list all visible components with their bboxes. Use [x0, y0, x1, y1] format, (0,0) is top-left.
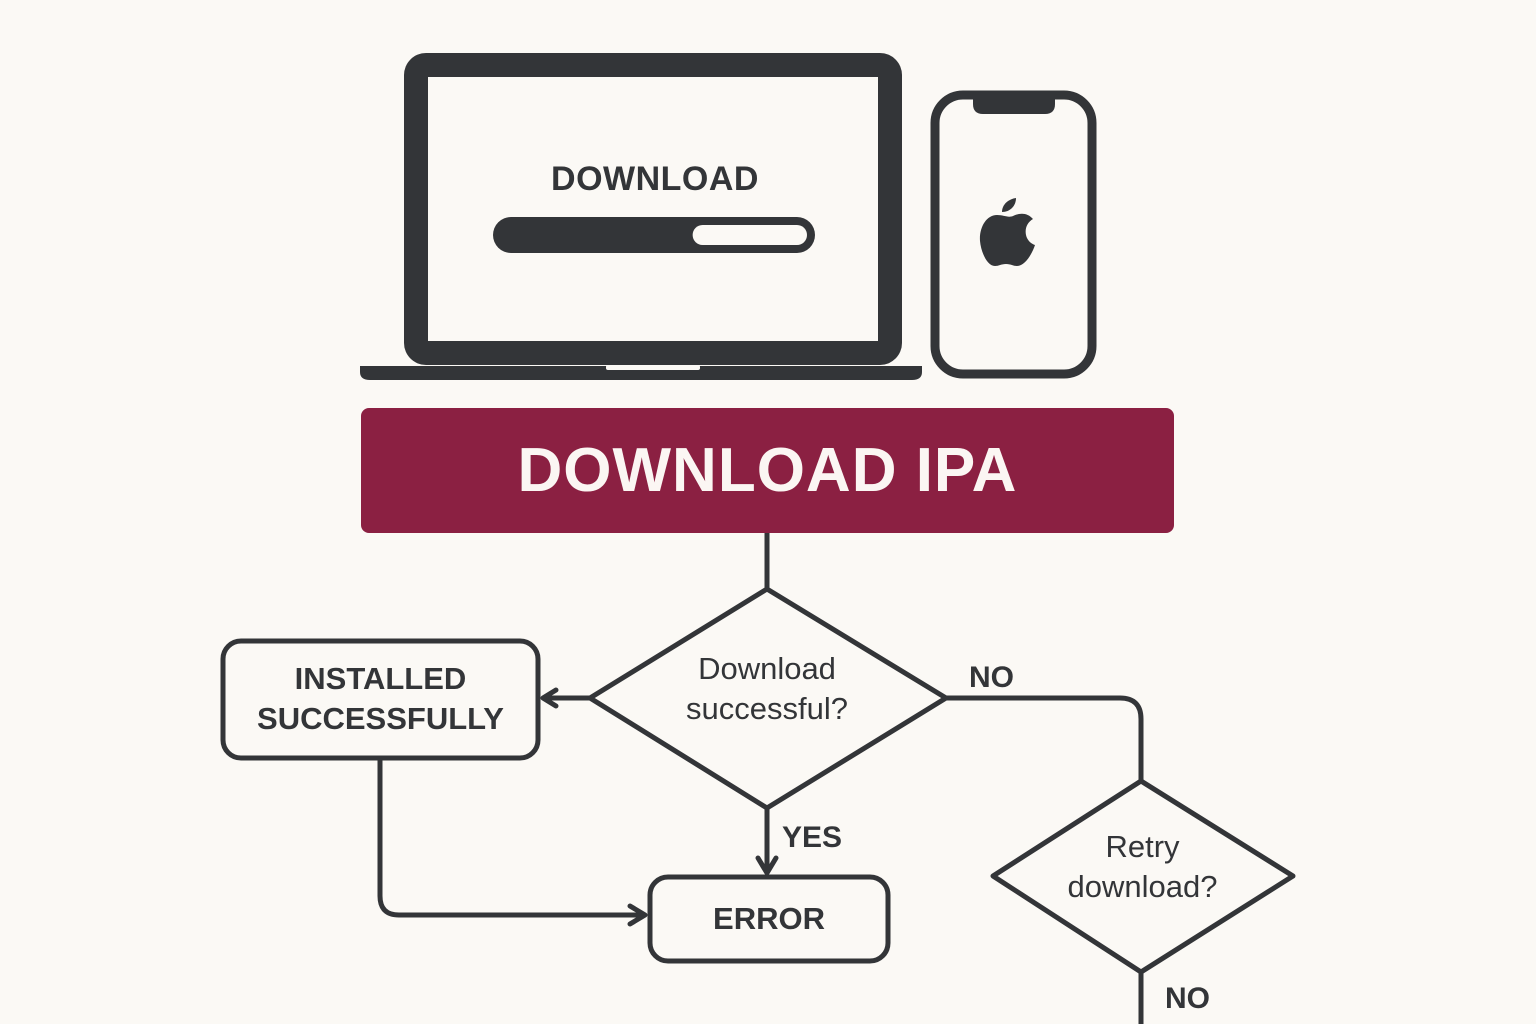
laptop-notch: [606, 365, 700, 370]
node-installed-successfully: [220, 638, 541, 761]
decision-download-label: Download successful?: [607, 649, 927, 729]
node-error: [647, 874, 891, 964]
phone-notch: [973, 99, 1055, 114]
decision-retry-download: [990, 778, 1296, 975]
banner-label: DOWNLOAD IPA: [517, 436, 1018, 505]
decision-download-line1: Download: [698, 651, 836, 686]
edge-label-download-yes: YES: [782, 821, 843, 854]
download-ipa-banner: DOWNLOAD IPA: [361, 408, 1174, 533]
laptop-screen-label: DOWNLOAD: [551, 160, 759, 198]
retry-line1: Retry: [1105, 829, 1180, 864]
apple-logo-icon: [979, 198, 1035, 266]
laptop-screen: [428, 77, 878, 341]
arrowhead-error-top: [755, 855, 779, 876]
edge-installed-to-error: [377, 755, 647, 918]
edge-label-retry-no: NO: [1165, 982, 1210, 1015]
laptop-illustration: [360, 53, 922, 380]
arrowhead-error-left: [627, 903, 648, 927]
edge-decision-to-retry: [943, 695, 1144, 783]
decision-download-successful: [587, 586, 949, 811]
retry-label: Retry download?: [1000, 827, 1285, 907]
progress-remaining: [692, 225, 807, 245]
installed-label: INSTALLED SUCCESSFULLY: [223, 659, 538, 739]
installed-line2: SUCCESSFULLY: [257, 701, 504, 736]
phone-illustration: [930, 90, 1097, 379]
installed-line1: INSTALLED: [294, 661, 467, 696]
edge-label-download-no: NO: [969, 661, 1014, 694]
phone-body: [930, 90, 1097, 379]
laptop-base: [360, 366, 922, 380]
error-label: ERROR: [713, 901, 825, 936]
decision-download-line2: successful?: [686, 691, 848, 726]
retry-line2: download?: [1067, 869, 1218, 904]
arrowhead-installed: [540, 687, 559, 709]
connectors: [377, 530, 1144, 1024]
